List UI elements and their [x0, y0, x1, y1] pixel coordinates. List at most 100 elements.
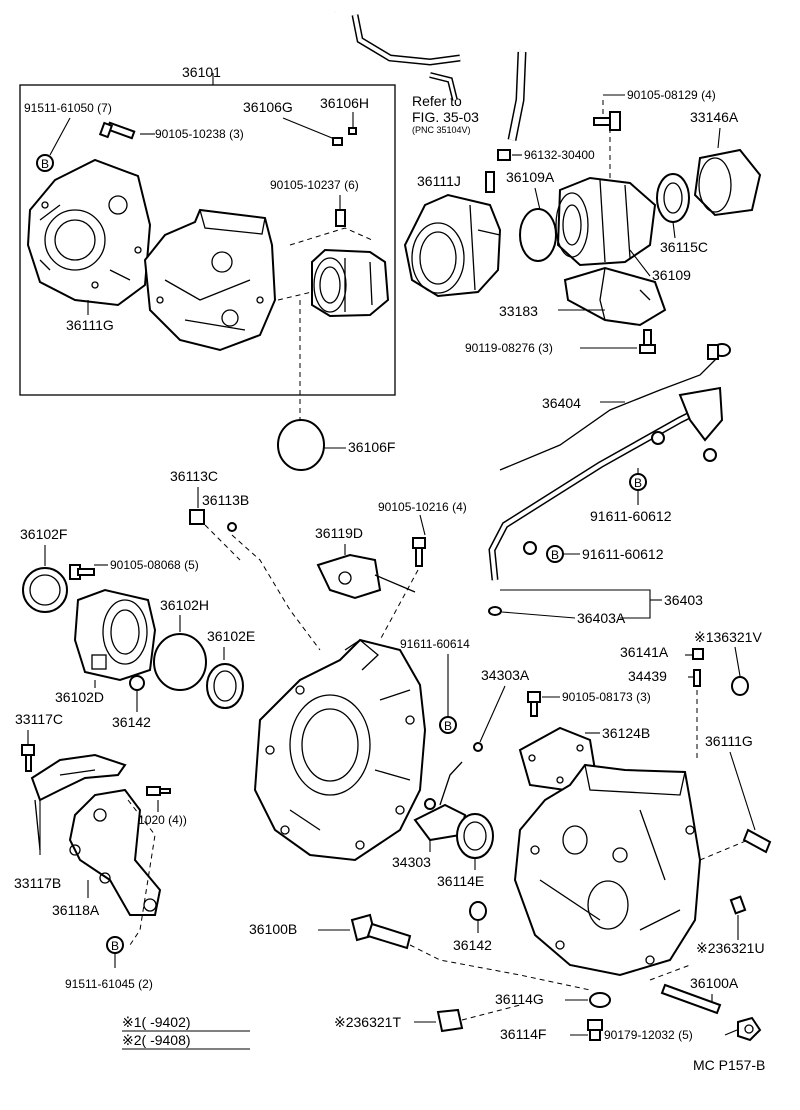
- label-96132-30400[interactable]: 96132-30400: [524, 148, 595, 162]
- svg-text:B: B: [634, 476, 642, 490]
- label-91511-61050[interactable]: 91511-61050 (7): [24, 101, 112, 115]
- label-136321V[interactable]: ※136321V: [694, 629, 762, 645]
- label-90105-10238[interactable]: 90105-10238 (3): [155, 127, 244, 141]
- shaft-36111G-icon: [742, 828, 772, 854]
- o-ring-36403A-icon: [488, 606, 502, 616]
- label-36102H[interactable]: 36102H: [160, 597, 209, 613]
- label-33183[interactable]: 33183: [499, 303, 538, 319]
- bolt-90105-08068-icon: [69, 564, 95, 580]
- dipstick-36404-icon: [499, 343, 731, 471]
- figure-code[interactable]: MC P157-B: [693, 1057, 765, 1073]
- bolt-90105-10237-icon: [335, 209, 346, 227]
- label-90105-08068[interactable]: 90105-08068 (5): [110, 558, 199, 572]
- label-36114G[interactable]: 36114G: [495, 991, 544, 1007]
- label-90105-10216[interactable]: 90105-10216 (4): [378, 500, 467, 514]
- label-36124B[interactable]: 36124B: [602, 725, 650, 741]
- oil-seal-36102E-icon: [206, 663, 244, 709]
- label-90105-10237[interactable]: 90105-10237 (6): [270, 178, 359, 192]
- stud-36100A-icon: [660, 983, 722, 1015]
- label-36109[interactable]: 36109: [652, 267, 691, 283]
- label-36106H[interactable]: 36106H: [320, 95, 369, 111]
- svg-text:B: B: [111, 939, 119, 953]
- gasket-36113B-icon: [227, 522, 237, 532]
- oil-seal-36114E-icon: [456, 813, 494, 859]
- label-36100A[interactable]: 36100A: [690, 975, 739, 991]
- transfer-case-rear-half-icon: [143, 208, 277, 352]
- label-fig-35-03[interactable]: FIG. 35-03: [412, 109, 479, 125]
- label-90105-08129[interactable]: 90105-08129 (4): [627, 88, 716, 102]
- label-36101[interactable]: 36101: [182, 64, 221, 80]
- plug-36142-icon: [129, 675, 145, 691]
- bolt-36100B-icon: [350, 913, 412, 950]
- label-36106G[interactable]: 36106G: [243, 99, 293, 115]
- label-refer-to[interactable]: Refer to: [412, 93, 462, 109]
- label-236321U[interactable]: ※236321U: [696, 940, 765, 956]
- label-33117B[interactable]: 33117B: [14, 875, 61, 891]
- label-36119D[interactable]: 36119D: [315, 525, 363, 541]
- bracket-36119D-icon: [316, 553, 416, 600]
- label-36111G-top[interactable]: 36111G: [66, 317, 114, 333]
- label-36403[interactable]: 36403: [664, 592, 703, 608]
- label-33146A[interactable]: 33146A: [690, 109, 739, 125]
- label-36113C[interactable]: 36113C: [170, 468, 218, 484]
- plug-136321V-icon: [731, 676, 749, 696]
- bolt-marker-b-icon: B: [546, 545, 564, 563]
- label-36111J[interactable]: 36111J: [417, 173, 461, 189]
- stud-34439-icon: [693, 669, 701, 687]
- svg-text:B: B: [551, 548, 559, 562]
- label-91611-60612-b[interactable]: 91611-60612: [582, 546, 664, 562]
- bolt-91511-61020-icon: [146, 786, 171, 796]
- bolt-90105-10216-icon: [412, 537, 426, 567]
- plug-36114F-icon: [587, 1019, 603, 1041]
- label-36102E[interactable]: 36102E: [207, 628, 255, 644]
- label-36102D[interactable]: 36102D: [55, 689, 104, 705]
- extension-housing-icon: [311, 248, 390, 318]
- label-91611-60612-a[interactable]: 91611-60612: [590, 508, 672, 524]
- speedometer-sensor-34303-icon: [413, 761, 467, 842]
- label-90119-08276[interactable]: 90119-08276 (3): [465, 341, 553, 355]
- label-90105-08173[interactable]: 90105-08173 (3): [562, 690, 651, 704]
- oil-seal-36102F-icon: [22, 567, 68, 613]
- label-34303[interactable]: 34303: [392, 854, 431, 870]
- label-36114F[interactable]: 36114F: [500, 1026, 546, 1042]
- label-36102F[interactable]: 36102F: [20, 526, 67, 542]
- svg-text:B: B: [444, 719, 452, 733]
- bolt-90105-08129-icon: [593, 111, 621, 131]
- footnote-1[interactable]: ※1( -9402): [122, 1014, 191, 1030]
- label-36114E[interactable]: 36114E: [437, 873, 484, 889]
- footnote-2[interactable]: ※2( -9408): [122, 1032, 191, 1048]
- o-ring-36109A-icon: [519, 208, 557, 262]
- bracket-36118A-icon: [68, 788, 162, 916]
- label-91511-61045[interactable]: 91511-61045 (2): [65, 977, 153, 991]
- label-36141A[interactable]: 36141A: [620, 644, 669, 660]
- footnotes: ※1( -9402) ※2( -9408): [122, 1014, 250, 1050]
- adapter-housing-icon: [403, 193, 502, 298]
- label-36106F[interactable]: 36106F: [348, 439, 395, 455]
- plug-36142-b-icon: [469, 901, 487, 921]
- label-36403A[interactable]: 36403A: [577, 610, 626, 626]
- o-ring-36106F-icon: [277, 419, 325, 471]
- label-36100B[interactable]: 36100B: [249, 921, 297, 937]
- label-36118A[interactable]: 36118A: [52, 902, 100, 918]
- label-36404[interactable]: 36404: [542, 395, 581, 411]
- label-36111G-right[interactable]: 36111G: [705, 733, 753, 749]
- o-ring-36102H-icon: [153, 633, 207, 691]
- label-91611-60614[interactable]: 91611-60614: [400, 637, 470, 651]
- label-36109A[interactable]: 36109A: [506, 169, 555, 185]
- label-36142-a[interactable]: 36142: [112, 714, 151, 730]
- label-33117C[interactable]: 33117C: [15, 711, 63, 727]
- label-36142-b[interactable]: 36142: [453, 937, 492, 953]
- label-236321T[interactable]: ※236321T: [334, 1014, 401, 1030]
- label-pnc-35104v[interactable]: (PNC 35104V): [412, 125, 471, 135]
- transfer-case-front-half-icon: [26, 158, 152, 307]
- plug-236321U-icon: [729, 895, 747, 915]
- label-36115C[interactable]: 36115C: [660, 239, 708, 255]
- label-36113B[interactable]: 36113B: [202, 492, 249, 508]
- bolt-marker-b-icon: B: [629, 473, 647, 491]
- label-34303A[interactable]: 34303A: [481, 667, 530, 683]
- label-90179-12032[interactable]: 90179-12032 (5): [604, 1028, 693, 1042]
- transaxle-housing-rear-icon: [513, 763, 702, 977]
- label-34439[interactable]: 34439: [628, 668, 667, 684]
